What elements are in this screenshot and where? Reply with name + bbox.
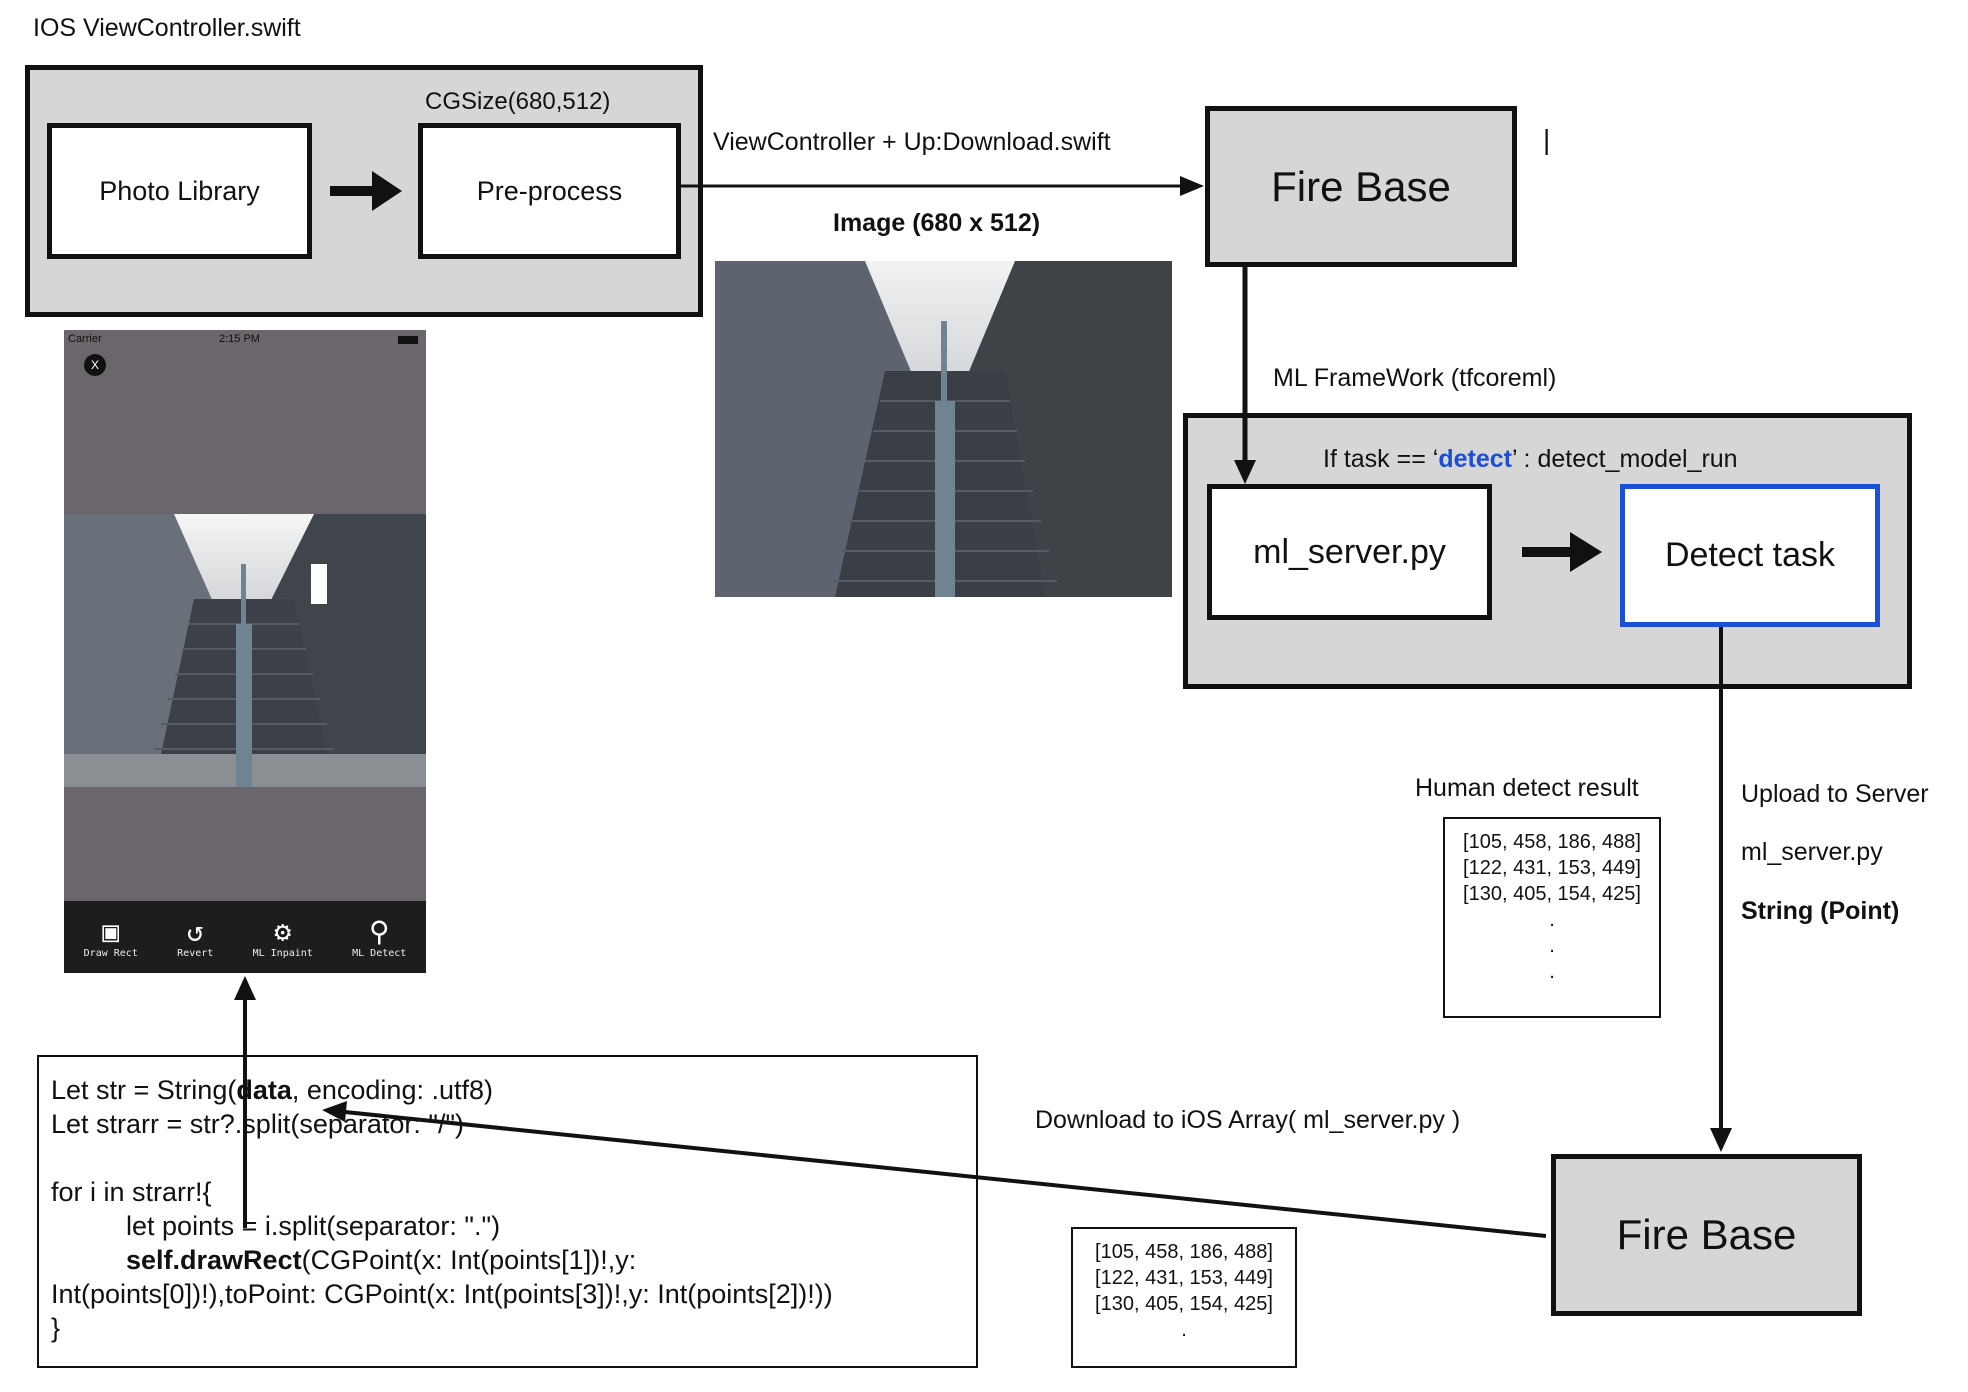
code-block: Let str = String(data, encoding: .utf8) … bbox=[37, 1055, 978, 1368]
list-item: [130, 405, 154, 425] bbox=[1463, 883, 1641, 905]
time-label: 2:15 PM bbox=[219, 333, 260, 345]
code-line: for i in strarr!{ bbox=[51, 1177, 212, 1207]
task-condition: If task == ‘detect’ : detect_model_run bbox=[1323, 445, 1738, 474]
code-line: self.drawRect(CGPoint(x: Int(points[1])!… bbox=[51, 1243, 964, 1277]
status-bar: Carrier 2:15 PM bbox=[64, 330, 426, 350]
revert-icon: ↺ bbox=[186, 914, 204, 948]
code-keyword: self.drawRect bbox=[126, 1245, 302, 1275]
list-item: [122, 431, 153, 449] bbox=[1095, 1267, 1273, 1289]
image-caption: Image (680 x 512) bbox=[833, 209, 1041, 237]
human-detect-title: Human detect result bbox=[1415, 774, 1639, 802]
tool-label: Revert bbox=[177, 947, 214, 959]
detect-task-label: Detect task bbox=[1664, 536, 1836, 574]
condition-prefix: If task == ‘ bbox=[1323, 445, 1439, 473]
battery-icon bbox=[398, 336, 418, 344]
text-cursor: | bbox=[1543, 124, 1551, 155]
head-icon: ⚙ bbox=[274, 914, 292, 948]
photo-library-label: Photo Library bbox=[99, 175, 260, 206]
photo-library-box: Photo Library bbox=[47, 123, 312, 259]
phone-photo-art bbox=[64, 514, 426, 787]
human-detect-list: [105, 458, 186, 488] [122, 431, 153, 449… bbox=[1443, 817, 1661, 1018]
list-item: [130, 405, 154, 425] bbox=[1095, 1293, 1273, 1315]
search-icon: ⚲ bbox=[368, 914, 390, 948]
draw-rect-button[interactable]: ▣ Draw Rect bbox=[83, 914, 138, 959]
ios-section-title: IOS ViewController.swift bbox=[33, 14, 301, 42]
preprocess-box: Pre-process bbox=[418, 123, 681, 259]
upload-server-file: ml_server.py bbox=[1741, 838, 1883, 866]
arrow-code-to-phone bbox=[234, 976, 256, 1228]
carrier-label: Carrier bbox=[68, 333, 102, 345]
arrow-firebase-to-code bbox=[322, 1101, 1547, 1238]
list-item: . bbox=[1181, 1319, 1187, 1341]
detect-task-box: Detect task bbox=[1620, 484, 1880, 627]
download-list: [105, 458, 186, 488] [122, 431, 153, 449… bbox=[1071, 1227, 1297, 1368]
upload-server-label: Upload to Server bbox=[1741, 780, 1929, 808]
download-label: Download to iOS Array( ml_server.py ) bbox=[1035, 1106, 1461, 1134]
list-item: [105, 458, 186, 488] bbox=[1463, 831, 1641, 853]
preprocess-label: Pre-process bbox=[476, 175, 623, 206]
firebase-top-box: Fire Base bbox=[1205, 106, 1517, 267]
staircase-photo bbox=[715, 261, 1172, 597]
phone-photo bbox=[64, 514, 426, 787]
condition-suffix: ’ : detect_model_run bbox=[1511, 445, 1738, 473]
code-text: , encoding: .utf8) bbox=[291, 1075, 493, 1105]
arrow-library-to-preprocess bbox=[330, 171, 402, 211]
code-text: (CGPoint(x: Int(points[1])!,y: bbox=[301, 1245, 637, 1275]
close-icon: X bbox=[90, 358, 99, 372]
revert-button[interactable]: ↺ Revert bbox=[177, 914, 214, 959]
upload-server-type: String (Point) bbox=[1741, 897, 1900, 925]
tool-label: Draw Rect bbox=[83, 947, 138, 959]
code-text: Let str = String( bbox=[51, 1075, 237, 1105]
arrow-firebase-to-mlserver bbox=[1234, 267, 1256, 484]
arrow-detect-to-firebase bbox=[1710, 627, 1732, 1152]
firebase-top-label: Fire Base bbox=[1271, 162, 1451, 210]
condition-keyword: detect bbox=[1438, 445, 1512, 473]
list-item: . bbox=[1549, 935, 1555, 957]
image-icon: ▣ bbox=[102, 914, 120, 948]
ml-framework-label: ML FrameWork (tfcoreml) bbox=[1273, 364, 1557, 392]
code-line: } bbox=[51, 1313, 61, 1343]
firebase-bottom-label: Fire Base bbox=[1616, 1211, 1797, 1258]
phone-screenshot: Carrier 2:15 PM X bbox=[64, 330, 426, 973]
ml-detect-button[interactable]: ⚲ ML Detect bbox=[352, 914, 407, 959]
close-button[interactable]: X bbox=[84, 354, 106, 376]
firebase-bottom-box: Fire Base bbox=[1551, 1154, 1862, 1316]
ml-server-box: ml_server.py bbox=[1207, 484, 1492, 620]
arrow-mlserver-to-detect bbox=[1522, 532, 1602, 572]
phone-toolbar: ▣ Draw Rect ↺ Revert ⚙ ML Inpaint ⚲ ML D… bbox=[64, 901, 426, 973]
staircase-photo-art bbox=[715, 261, 1172, 597]
list-item: [105, 458, 186, 488] bbox=[1095, 1241, 1273, 1263]
list-item: [122, 431, 153, 449] bbox=[1463, 857, 1641, 879]
tool-label: ML Inpaint bbox=[252, 947, 313, 959]
cgsize-label: CGSize(680,512) bbox=[425, 88, 611, 115]
list-item: . bbox=[1549, 909, 1555, 931]
ml-inpaint-button[interactable]: ⚙ ML Inpaint bbox=[252, 914, 313, 959]
upload-label: ViewController + Up:Download.swift bbox=[713, 128, 1111, 156]
code-line: let points = i.split(separator: ".") bbox=[51, 1211, 501, 1241]
arrow-preprocess-to-firebase bbox=[681, 176, 1204, 196]
list-item: . bbox=[1549, 961, 1555, 983]
tool-label: ML Detect bbox=[352, 947, 407, 959]
ml-server-label: ml_server.py bbox=[1253, 532, 1446, 571]
code-line: Int(points[0])!),toPoint: CGPoint(x: Int… bbox=[51, 1279, 833, 1309]
